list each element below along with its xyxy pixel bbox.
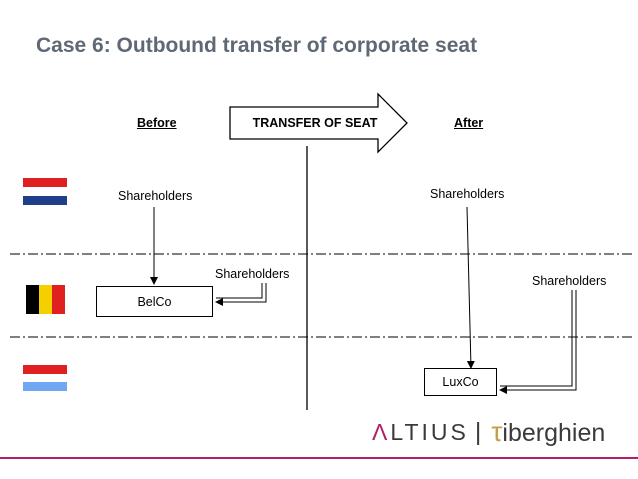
arrow-shareholders-to-luxco [466, 206, 475, 369]
logo-altius: ΛLTIUS [372, 418, 469, 445]
label-shareholders-be: Shareholders [215, 267, 290, 281]
arrow-lu-shareholders-to-luxco [500, 290, 573, 387]
label-shareholders-lu: Shareholders [532, 274, 607, 288]
flag-belgium [26, 285, 65, 314]
logo-separator: | [474, 417, 482, 446]
flag-netherlands [23, 178, 67, 205]
box-luxco: LuxCo [424, 368, 497, 396]
logo-tiberghien: τiberghien [491, 416, 606, 447]
box-belco: BelCo [96, 286, 213, 317]
page-title: Case 6: Outbound transfer of corporate s… [36, 34, 478, 57]
logo: ΛLTIUS | τiberghien [372, 416, 605, 448]
transfer-arrow [229, 92, 408, 154]
transfer-arrow-label: TRANSFER OF SEAT [252, 116, 378, 130]
arrow-be-shareholders-to-belco [216, 283, 263, 299]
header-after: After [454, 116, 484, 130]
header-before: Before [137, 116, 177, 130]
label-shareholders-after: Shareholders [430, 187, 505, 201]
flag-luxembourg [23, 365, 67, 391]
label-shareholders-before: Shareholders [118, 189, 193, 203]
